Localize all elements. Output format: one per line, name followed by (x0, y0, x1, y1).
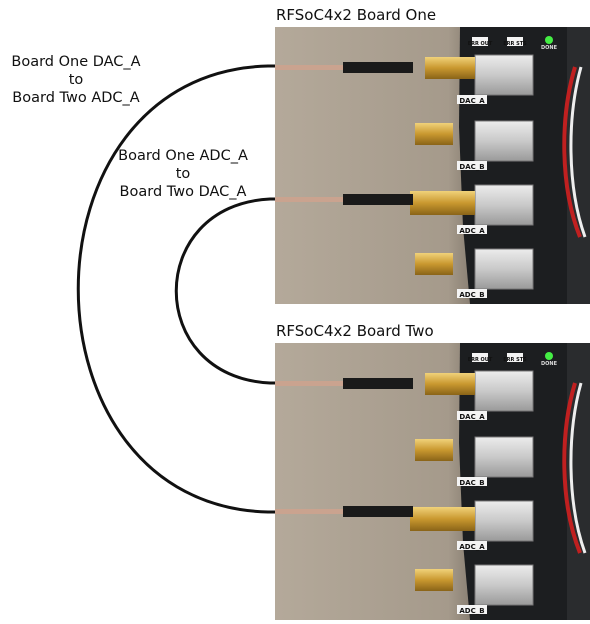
port-label: ADC_B (459, 607, 484, 615)
connection-label-outer: Board One DAC_A to Board Two ADC_A (8, 53, 144, 107)
status-label: DONE (541, 361, 558, 367)
connection-to-word: to (68, 72, 84, 88)
status-label: ERR STS (503, 357, 527, 363)
status-label: DONE (541, 45, 558, 51)
connection-to: Board Two ADC_A (12, 90, 140, 106)
wire-outer (76, 64, 277, 514)
board-two-title: RFSoC4x2 Board Two (276, 322, 434, 340)
status-label: ERR STS (503, 41, 527, 47)
connection-to-word: to (175, 166, 191, 182)
board-one-photo: ERR OUT ERR STS DONE DAC_A DAC_B ADC_A A… (275, 27, 590, 304)
port-label: ADC_A (459, 227, 485, 235)
port-label: DAC_A (459, 413, 485, 421)
status-label: ERR OUT (468, 41, 493, 47)
port-label: DAC_A (459, 97, 485, 105)
port-label: ADC_A (459, 543, 485, 551)
status-label: ERR OUT (468, 357, 493, 363)
port-label: DAC_B (459, 163, 484, 171)
port-label: ADC_B (459, 291, 484, 299)
board-one-title: RFSoC4x2 Board One (276, 6, 437, 24)
board-two-photo: ERR OUT ERR STS DONE DAC_A DAC_B ADC_A A… (275, 343, 590, 620)
connection-to: Board Two DAC_A (119, 184, 247, 200)
connection-from: Board One DAC_A (11, 54, 141, 70)
connection-from: Board One ADC_A (118, 148, 248, 164)
port-label: DAC_B (459, 479, 484, 487)
wire-inner (174, 197, 277, 385)
connection-label-inner: Board One ADC_A to Board Two DAC_A (115, 147, 251, 201)
